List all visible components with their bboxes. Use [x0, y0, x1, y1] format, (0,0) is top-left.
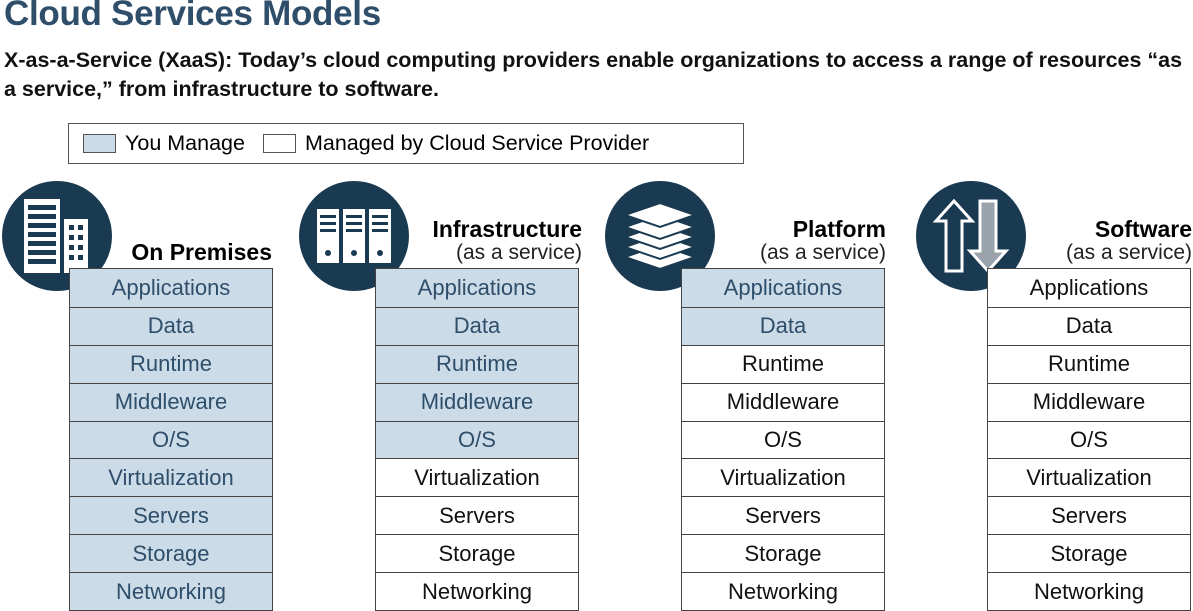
layer-o-s: O/S: [988, 420, 1190, 459]
layer-o-s: O/S: [70, 420, 272, 459]
layer-networking: Networking: [376, 572, 578, 611]
layer-servers: Servers: [988, 496, 1190, 535]
layer-data: Data: [376, 306, 578, 345]
layer-applications: Applications: [376, 269, 578, 307]
layer-servers: Servers: [682, 496, 884, 535]
layer-middleware: Middleware: [682, 382, 884, 421]
layer-storage: Storage: [682, 534, 884, 573]
legend-provider-managed: Managed by Cloud Service Provider: [262, 131, 650, 156]
layer-virtualization: Virtualization: [70, 458, 272, 497]
layer-networking: Networking: [682, 572, 884, 611]
model-header-infrastructure: Infrastructure (as a service): [432, 217, 582, 264]
legend: You Manage Managed by Cloud Service Prov…: [68, 123, 744, 164]
server-racks-icon: [299, 181, 409, 291]
layer-runtime: Runtime: [988, 344, 1190, 383]
layer-virtualization: Virtualization: [682, 458, 884, 497]
legend-you-manage: You Manage: [83, 131, 245, 156]
layer-storage: Storage: [70, 534, 272, 573]
model-name: Software: [1094, 216, 1192, 242]
layer-applications: Applications: [70, 269, 272, 307]
layer-middleware: Middleware: [376, 382, 578, 421]
layer-data: Data: [682, 306, 884, 345]
layer-data: Data: [70, 306, 272, 345]
model-header-platform: Platform (as a service): [760, 217, 886, 264]
model-header-on-premises: On Premises: [131, 240, 272, 265]
page-title: Cloud Services Models: [4, 0, 381, 33]
legend-label-you-manage: You Manage: [125, 131, 245, 155]
model-subtitle: (as a service): [759, 241, 886, 264]
office-building-icon: [2, 181, 112, 291]
layer-applications: Applications: [682, 269, 884, 307]
model-subtitle: (as a service): [455, 241, 582, 264]
model-header-software: Software (as a service): [1066, 217, 1192, 264]
legend-swatch-you-manage: [83, 134, 116, 153]
layer-servers: Servers: [376, 496, 578, 535]
layer-middleware: Middleware: [988, 382, 1190, 421]
layer-storage: Storage: [376, 534, 578, 573]
layer-storage: Storage: [988, 534, 1190, 573]
layer-virtualization: Virtualization: [988, 458, 1190, 497]
layer-data: Data: [988, 306, 1190, 345]
model-name: Platform: [792, 216, 886, 242]
layer-networking: Networking: [70, 572, 272, 611]
layer-o-s: O/S: [682, 420, 884, 459]
model-name: Infrastructure: [432, 216, 582, 242]
model-subtitle: (as a service): [1065, 241, 1192, 264]
layer-networking: Networking: [988, 572, 1190, 611]
layer-runtime: Runtime: [70, 344, 272, 383]
model-name: On Premises: [131, 239, 272, 265]
stacked-layers-icon: [605, 181, 715, 291]
layer-virtualization: Virtualization: [376, 458, 578, 497]
layer-middleware: Middleware: [70, 382, 272, 421]
legend-label-provider-managed: Managed by Cloud Service Provider: [304, 131, 650, 155]
page-subtitle: X-as-a-Service (XaaS): Today’s cloud com…: [4, 48, 1183, 101]
layer-applications: Applications: [988, 269, 1190, 307]
layer-servers: Servers: [70, 496, 272, 535]
layer-runtime: Runtime: [682, 344, 884, 383]
layer-o-s: O/S: [376, 420, 578, 459]
legend-swatch-provider: [262, 134, 296, 153]
layer-runtime: Runtime: [376, 344, 578, 383]
